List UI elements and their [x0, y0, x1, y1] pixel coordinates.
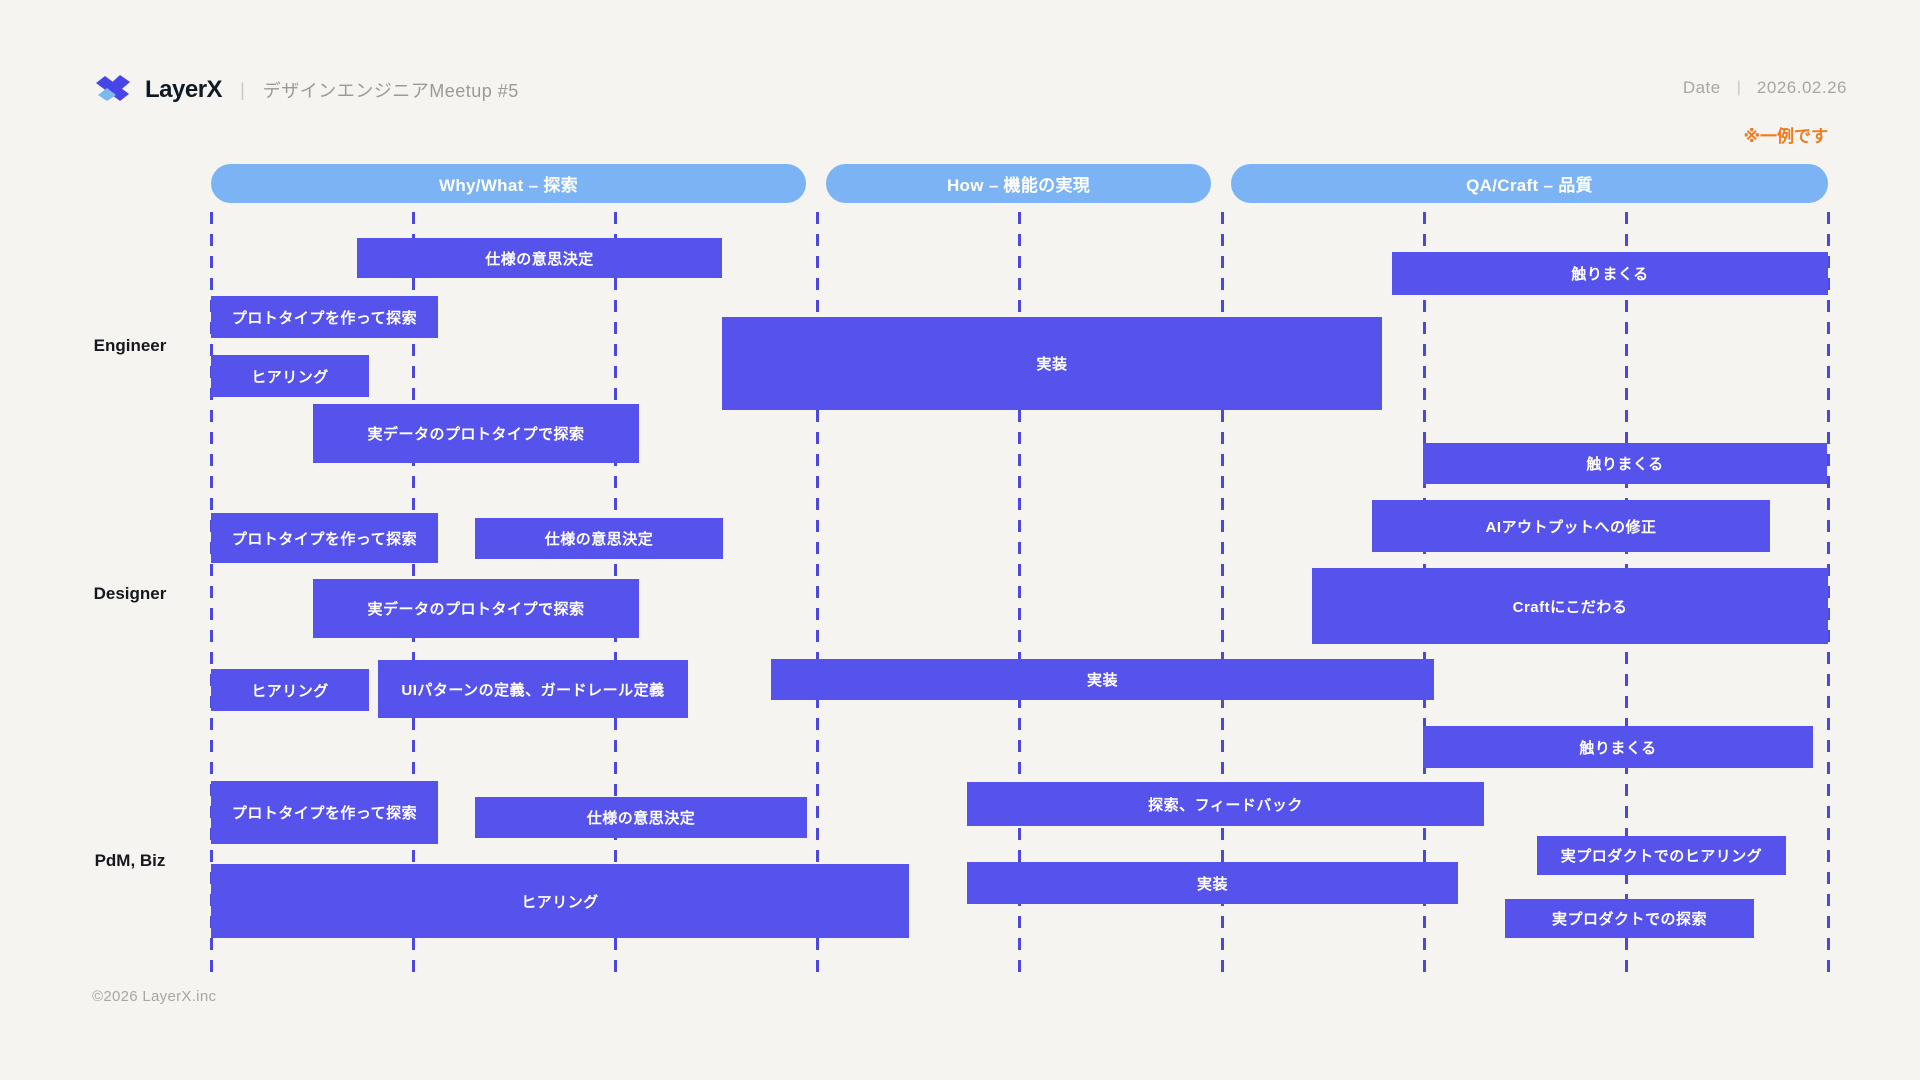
- task-bar-label: 実プロダクトでのヒアリング: [1560, 848, 1763, 865]
- task-bar-label: 触りまくる: [1571, 266, 1649, 283]
- phase-header: How – 機能の実現: [826, 164, 1211, 203]
- task-bar-label: 探索、フィードバック: [1148, 796, 1303, 814]
- phase-header-label: QA/Craft – 品質: [1466, 176, 1593, 195]
- task-bar-label: 触りまくる: [1586, 456, 1664, 473]
- task-bar: ヒアリング: [211, 355, 369, 397]
- copyright: ©2026 LayerX.inc: [92, 988, 217, 1005]
- grid-line: [816, 212, 819, 976]
- task-bar: 仕様の意思決定: [475, 518, 723, 559]
- task-bar-label: 実プロダクトでの探索: [1551, 911, 1707, 928]
- task-bar: 実装: [771, 659, 1434, 700]
- row-group-label: Designer: [93, 584, 167, 603]
- task-bar: 実装: [967, 862, 1458, 904]
- task-bar-label: Craftにこだわる: [1512, 598, 1628, 616]
- task-bar: 探索、フィードバック: [967, 782, 1484, 826]
- task-bar-label: 実装: [1036, 356, 1068, 373]
- task-bar: 仕様の意思決定: [475, 797, 807, 838]
- task-bar-label: プロトタイプを作って探索: [231, 805, 418, 822]
- task-bar-label: 触りまくる: [1579, 739, 1657, 757]
- task-bar: 触りまくる: [1423, 443, 1827, 484]
- task-bar: 実プロダクトでのヒアリング: [1537, 836, 1786, 875]
- grid-line: [1827, 212, 1830, 976]
- task-bar-label: プロトタイプを作って探索: [231, 309, 418, 327]
- task-bar: 仕様の意思決定: [357, 238, 722, 278]
- phase-header-label: How – 機能の実現: [946, 176, 1091, 195]
- layerx-logo-icon: [96, 75, 130, 101]
- date-divider: |: [1736, 79, 1741, 96]
- task-bar-label: ヒアリング: [251, 368, 329, 386]
- task-bar-label: 実装: [1196, 875, 1228, 893]
- row-group-label: Engineer: [93, 336, 167, 355]
- date-block: Date | 2026.02.26: [1683, 78, 1847, 98]
- phase-header: Why/What – 探索: [211, 164, 806, 203]
- task-bar: 触りまくる: [1423, 726, 1813, 768]
- task-bar-label: AIアウトプットへの修正: [1485, 518, 1657, 536]
- task-bar: 実装: [722, 317, 1382, 410]
- task-bar: 触りまくる: [1392, 252, 1828, 295]
- header: LayerX | デザインエンジニアMeetup #5: [95, 72, 519, 108]
- task-bar-label: 実データのプロトタイプで探索: [367, 601, 585, 618]
- task-bar-label: 仕様の意思決定: [485, 250, 594, 268]
- task-bar: UIパターンの定義、ガードレール定義: [378, 660, 688, 718]
- task-bar: AIアウトプットへの修正: [1372, 500, 1770, 552]
- date-label: Date: [1682, 78, 1721, 97]
- brand-wordmark: LayerX: [145, 76, 223, 103]
- grid-line: [1221, 212, 1224, 976]
- task-bar-label: ヒアリング: [521, 893, 599, 911]
- task-bar: 実プロダクトでの探索: [1505, 899, 1754, 938]
- row-group-label: PdM, Biz: [94, 851, 166, 870]
- date-value: 2026.02.26: [1756, 78, 1847, 97]
- task-bar-label: UIパターンの定義、ガードレール定義: [401, 681, 665, 699]
- task-bar-label: 仕様の意思決定: [544, 531, 654, 548]
- task-bar: プロトタイプを作って探索: [211, 513, 438, 563]
- task-bar: Craftにこだわる: [1312, 568, 1828, 644]
- task-bar: 実データのプロトタイプで探索: [313, 404, 639, 463]
- slide-title: デザインエンジニアMeetup #5: [262, 81, 519, 101]
- task-bar-label: 仕様の意思決定: [586, 810, 696, 827]
- grid-line: [1018, 212, 1021, 976]
- task-bar-label: 実データのプロトタイプで探索: [367, 426, 585, 443]
- example-note: ※一例です: [1743, 127, 1828, 146]
- task-bar-label: 実装: [1086, 672, 1118, 689]
- phase-header: QA/Craft – 品質: [1231, 164, 1828, 203]
- task-bar: ヒアリング: [211, 864, 909, 938]
- phase-header-label: Why/What – 探索: [439, 176, 578, 195]
- task-bar-label: プロトタイプを作って探索: [231, 530, 418, 548]
- task-bar: プロトタイプを作って探索: [211, 296, 438, 338]
- task-bar: ヒアリング: [211, 669, 369, 711]
- header-divider: |: [240, 79, 245, 100]
- task-bar: プロトタイプを作って探索: [211, 781, 438, 844]
- task-bar-label: ヒアリング: [251, 682, 329, 700]
- task-bar: 実データのプロトタイプで探索: [313, 579, 639, 638]
- grid-line: [210, 212, 213, 976]
